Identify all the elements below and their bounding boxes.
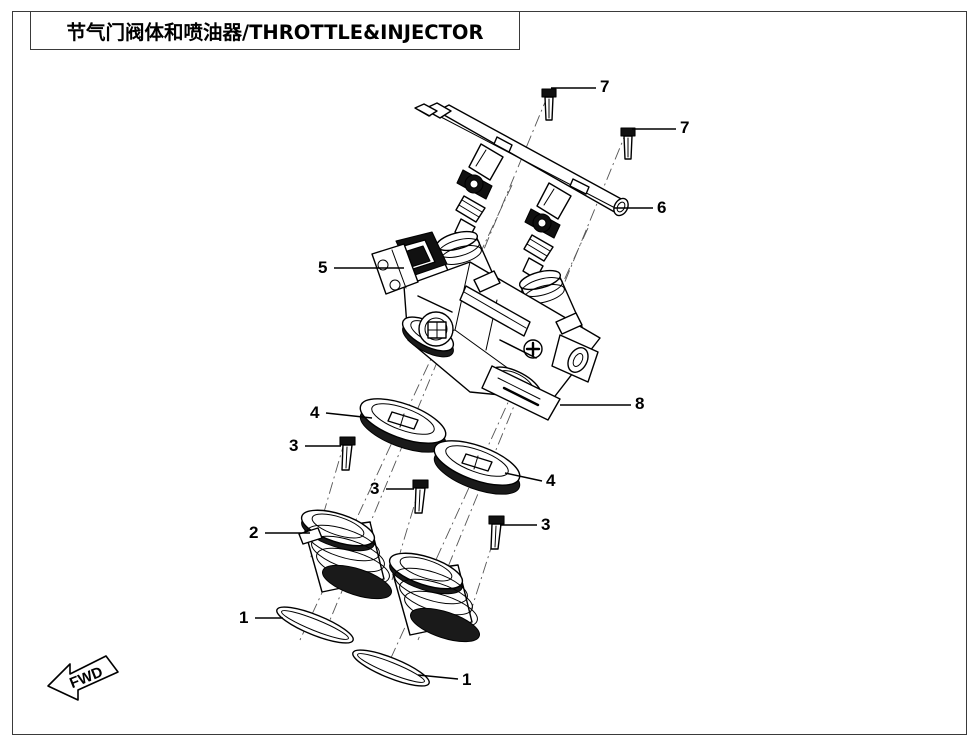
insulator-flange-upper: [359, 398, 447, 453]
intake-adapter-left: [298, 509, 392, 600]
fuel-rail-bolt-b: [620, 127, 636, 160]
callout-8: 8: [635, 394, 645, 413]
vacuum-nipple-left: [473, 270, 501, 293]
fwd-arrow-label: FWD: [67, 663, 105, 692]
injector-left: [454, 143, 504, 241]
fuel-rail-tube: [414, 102, 629, 217]
vacuum-nipple-right: [555, 312, 583, 335]
callout-leader-lines: [255, 87, 676, 680]
title-box: 节气门阀体和喷油器/THROTTLE&INJECTOR: [30, 11, 520, 50]
callout-7-upper: 7: [600, 77, 610, 96]
callout-7-right: 7: [680, 118, 690, 137]
callout-1-upper: 1: [239, 608, 249, 627]
callout-3-upper: 3: [289, 436, 299, 455]
page-title: 节气门阀体和喷油器/THROTTLE&INJECTOR: [66, 21, 484, 44]
o-ring-lower: [352, 649, 430, 687]
callout-3-middle: 3: [370, 479, 380, 498]
linkage-arm-left: [417, 295, 453, 313]
callout-2: 2: [249, 523, 259, 542]
callout-3-lower: 3: [541, 515, 551, 534]
linkage-arm-right: [499, 339, 537, 359]
flange-bolt-a: [339, 436, 356, 471]
callout-4-upper: 4: [310, 403, 320, 422]
fwd-orientation-marker: FWD: [44, 650, 128, 708]
flange-bolt-b: [412, 479, 429, 514]
callout-5: 5: [318, 258, 328, 277]
o-ring-upper: [276, 606, 354, 644]
callout-4-lower: 4: [546, 471, 556, 490]
callout-1-lower: 1: [462, 670, 472, 689]
throttle-lower-plate: [481, 365, 561, 421]
throttle-screw: [523, 339, 543, 359]
intake-adapter-right: [388, 552, 480, 643]
injector-right: [522, 182, 572, 280]
flange-bolt-c: [488, 515, 505, 550]
insulator-flange-lower: [433, 440, 521, 495]
fwd-arrow-shape: [47, 655, 119, 701]
throttle-connector-boss: [551, 334, 599, 383]
fuel-rail-bolt-a: [541, 88, 557, 121]
callout-6: 6: [657, 198, 667, 217]
idle-adjust-screw: [418, 311, 454, 347]
throttle-body-assembly: [371, 230, 601, 421]
